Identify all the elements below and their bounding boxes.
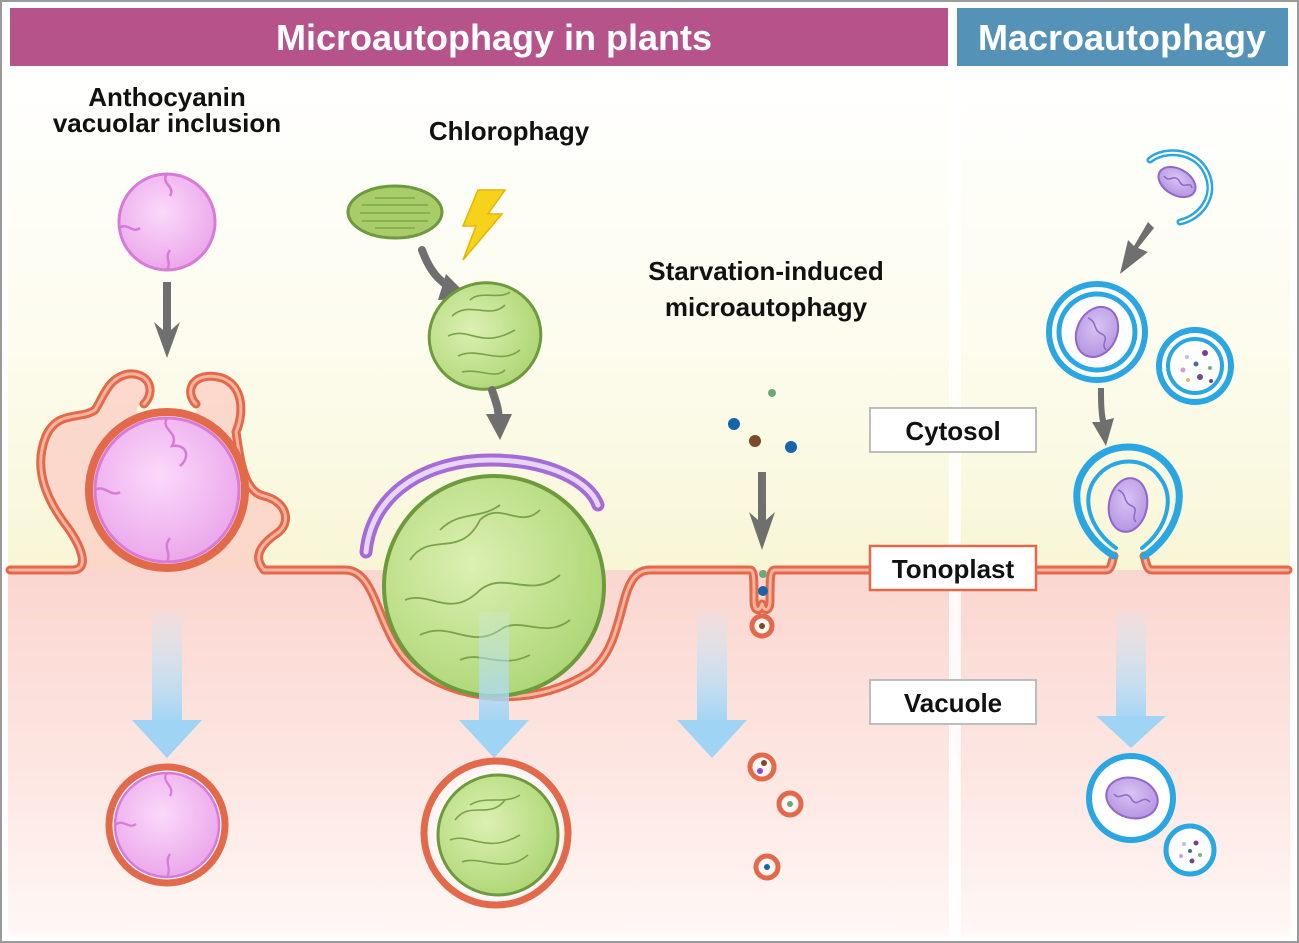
anthocyanin-inclusion-engulfed [85,408,249,572]
anthocyanin-arrow-down [154,282,180,358]
micro-banner-label: Microautophagy in plants [276,17,712,58]
macro-arrow-2 [1092,388,1114,446]
chlorophagy-arrow-to-vacuole [459,612,529,758]
macro-arrow-1 [1120,222,1154,274]
budding-vesicle [749,613,775,639]
mitochondrion-free [1157,165,1197,199]
starvation-arrow-down [749,472,775,550]
chloroplast-vacuolar [420,757,572,909]
tonoplast-label: Tonoplast [892,554,1015,584]
anthocyanin-title-line2: vacuolar inclusion [53,108,281,138]
vacuole-region [8,570,1290,936]
autophagic-body-mito [1086,753,1176,843]
starvation-arrow-to-vacuole [677,612,747,758]
starvation-title-line1: Starvation-induced [648,256,883,286]
vacuole-label: Vacuole [904,688,1002,718]
tonoplast-label-box: Tonoplast [868,544,1038,592]
section-divider [949,70,961,936]
chloroplast-damaged [427,281,543,391]
micro-banner [10,8,948,66]
macro-banner [957,8,1288,66]
chlorophagy-arrow-down [486,386,512,440]
lightning-icon [461,189,507,261]
autophagosome-cargo [1156,327,1234,405]
invagination-particles [758,570,768,596]
anthocyanin-arrow-to-vacuole [132,612,202,758]
anthocyanin-title-line1: Anthocyanin [88,82,245,112]
macro-arrow-to-vacuole [1096,612,1166,748]
autophagosome-mito [1046,281,1148,383]
phagophore [1146,149,1214,226]
cytosol-label-box: Cytosol [869,407,1037,453]
cytosolic-particles [728,389,797,453]
chlorophagy-title: Chlorophagy [429,116,590,146]
vacuolar-microvesicles [747,752,804,881]
starvation-title-line2: microautophagy [665,292,868,322]
chlorophagy-vacuolar-membrane-arc [359,453,605,559]
chloroplast-healthy [346,184,444,240]
macro-banner-label: Macroautophagy [978,17,1266,58]
vacuole-label-box: Vacuole [869,679,1037,725]
cytosol-label: Cytosol [905,416,1000,446]
autophagosome-fusing [1073,443,1183,560]
anthocyanin-inclusion-vacuolar [105,763,229,887]
anthocyanin-inclusion-free [117,172,217,272]
autophagic-body-cargo [1163,823,1217,877]
